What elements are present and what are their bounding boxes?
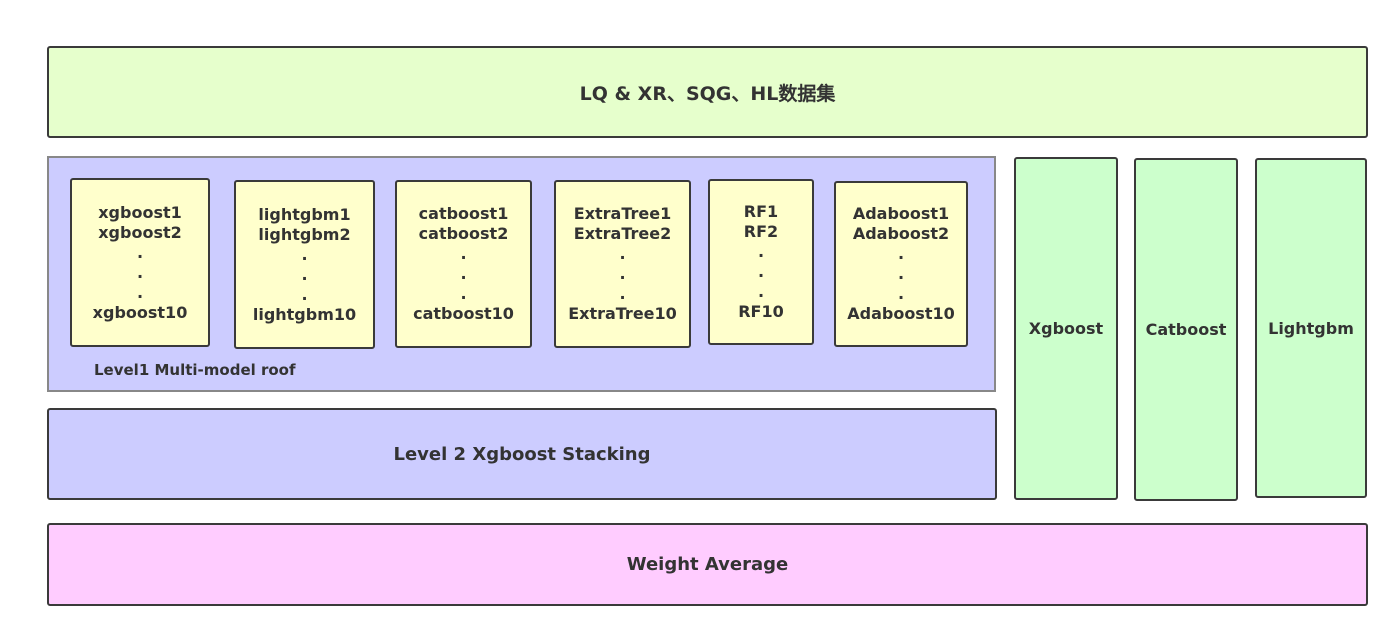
model-dot: . <box>757 282 765 301</box>
model-first: catboost1 <box>418 204 509 223</box>
model-second: xgboost2 <box>98 222 182 242</box>
model-dot: . <box>897 244 905 263</box>
model-first: RF1 <box>743 202 779 221</box>
level1-label: Level1 Multi-model roof <box>94 361 296 379</box>
dataset-label: LQ & XR、SQG、HL数据集 <box>579 82 836 105</box>
side-model-label: Catboost <box>1145 320 1227 339</box>
side-model-catboost: Catboost <box>1134 158 1238 501</box>
model-dot: . <box>619 284 626 303</box>
model-second: lightgbm2 <box>258 224 351 244</box>
model-second: RF2 <box>743 222 779 241</box>
model-dot: . <box>619 244 626 263</box>
model-last: ExtraTree10 <box>568 304 677 323</box>
model-second: catboost2 <box>418 224 509 243</box>
side-model-lightgbm: Lightgbm <box>1255 158 1367 498</box>
model-dot: . <box>136 282 144 302</box>
model-box-rf: RF1 RF2 . . . RF10 <box>708 179 814 345</box>
model-second: ExtraTree2 <box>573 224 672 243</box>
weight-average-box: Weight Average <box>47 523 1368 606</box>
model-box-catboost: catboost1 catboost2 . . . catboost10 <box>395 180 532 348</box>
model-box-adaboost: Adaboost1 Adaboost2 . . . Adaboost10 <box>834 181 968 347</box>
model-last: catboost10 <box>413 304 514 323</box>
model-first: lightgbm1 <box>258 204 351 224</box>
model-second: Adaboost2 <box>852 224 950 243</box>
model-last: RF10 <box>738 302 784 321</box>
final-label: Weight Average <box>626 554 789 575</box>
model-dot: . <box>301 244 308 264</box>
model-dot: . <box>136 242 144 262</box>
model-dot: . <box>757 262 765 281</box>
level2-stacking-box: Level 2 Xgboost Stacking <box>47 408 997 500</box>
model-first: xgboost1 <box>98 202 182 222</box>
model-last: xgboost10 <box>92 302 188 322</box>
model-first: ExtraTree1 <box>573 204 672 223</box>
model-last: Adaboost10 <box>847 304 955 323</box>
side-model-xgboost: Xgboost <box>1014 157 1118 500</box>
model-dot: . <box>619 264 626 283</box>
model-first: Adaboost1 <box>852 204 950 223</box>
model-dot: . <box>301 264 308 284</box>
model-box-lightgbm: lightgbm1 lightgbm2 . . . lightgbm10 <box>234 180 375 349</box>
model-dot: . <box>897 284 905 303</box>
level2-label: Level 2 Xgboost Stacking <box>393 443 651 465</box>
model-dot: . <box>460 284 467 303</box>
model-box-extratree: ExtraTree1 ExtraTree2 . . . ExtraTree10 <box>554 180 691 348</box>
model-dot: . <box>897 264 905 283</box>
model-dot: . <box>460 244 467 263</box>
side-model-label: Lightgbm <box>1268 318 1354 338</box>
model-dot: . <box>301 284 308 304</box>
model-last: lightgbm10 <box>252 304 357 324</box>
model-dot: . <box>460 264 467 283</box>
model-box-xgboost: xgboost1 xgboost2 . . . xgboost10 <box>70 178 210 347</box>
dataset-box: LQ & XR、SQG、HL数据集 <box>47 46 1368 138</box>
side-model-label: Xgboost <box>1028 319 1104 338</box>
model-dot: . <box>136 262 144 282</box>
model-dot: . <box>757 242 765 261</box>
